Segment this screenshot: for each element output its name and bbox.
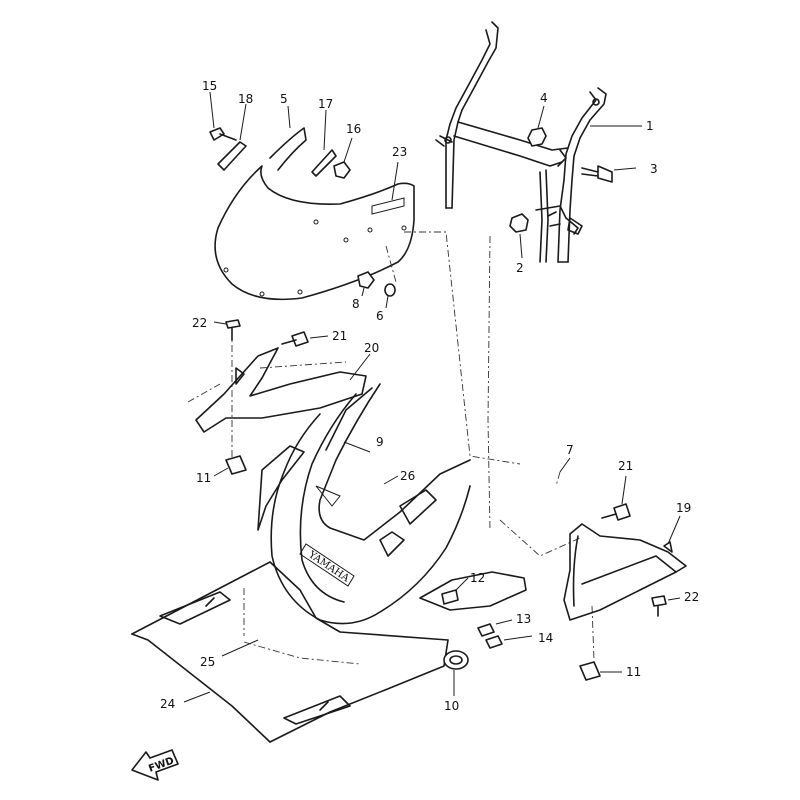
part-4-collar — [527, 105, 547, 147]
callout-21-right: 21 — [618, 459, 633, 473]
callout-11-right: 11 — [626, 665, 641, 679]
callout-4: 4 — [540, 91, 548, 105]
yamaha-emblem: YAMAHA — [299, 543, 355, 587]
callout-16: 16 — [346, 122, 361, 136]
part-18-washer — [217, 103, 247, 171]
part-22-screw — [213, 319, 241, 341]
callout-7: 7 — [566, 443, 574, 457]
part-6-washer — [384, 283, 396, 309]
callout-2: 2 — [516, 261, 524, 275]
windscreen — [214, 127, 415, 301]
callout-11-left: 11 — [196, 471, 211, 485]
callout-21-upper: 21 — [332, 329, 347, 343]
callout-25: 25 — [200, 655, 215, 669]
part-11-nut-right — [579, 661, 622, 681]
part-11-nut-left — [213, 455, 247, 477]
callout-9: 9 — [376, 435, 384, 449]
callout-22-right: 22 — [684, 590, 699, 604]
callout-3: 3 — [650, 162, 658, 176]
callout-6: 6 — [376, 309, 384, 323]
part-21-bolt-right — [601, 475, 631, 521]
part-21-bolt — [281, 331, 329, 347]
part-10-grommet — [443, 650, 469, 696]
part-16-nut — [333, 137, 353, 179]
part-14-screw — [485, 635, 533, 649]
callout-24: 24 — [160, 697, 175, 711]
callout-26: 26 — [400, 469, 415, 483]
part-8-nut — [357, 271, 375, 297]
callout-17: 17 — [318, 97, 333, 111]
callout-23: 23 — [392, 145, 407, 159]
callout-1: 1 — [646, 119, 654, 133]
cowling-stay-frame — [435, 21, 607, 263]
callout-19: 19 — [676, 501, 691, 515]
part-3-bolt — [581, 165, 637, 183]
callout-8: 8 — [352, 297, 360, 311]
part-12-damper — [419, 571, 527, 611]
lower-cowling — [131, 561, 449, 743]
callout-22-left: 22 — [192, 316, 207, 330]
part-22-screw-right — [651, 595, 681, 617]
part-17-washer — [311, 109, 337, 177]
part-15-screw — [209, 91, 237, 141]
callout-12: 12 — [470, 571, 485, 585]
callout-18: 18 — [238, 92, 253, 106]
part-13-collar — [477, 619, 513, 637]
callout-13: 13 — [516, 612, 531, 626]
callout-5: 5 — [280, 92, 288, 106]
part-2-grommet — [509, 213, 529, 259]
callout-20: 20 — [364, 341, 379, 355]
callout-10: 10 — [444, 699, 459, 713]
brand-text: YAMAHA — [305, 549, 351, 585]
callout-14: 14 — [538, 631, 553, 645]
callout-15: 15 — [202, 79, 217, 93]
right-side-panel — [563, 515, 687, 621]
fwd-arrow-icon: FWD — [131, 749, 179, 781]
inner-panel — [187, 347, 371, 433]
